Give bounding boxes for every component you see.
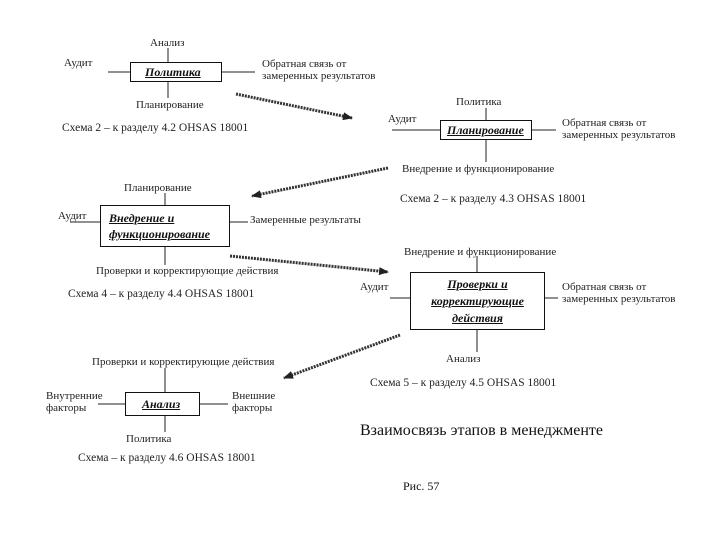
scheme-3-left-label: Аудит <box>58 210 87 222</box>
scheme-4-box-label-3: действия <box>452 311 503 325</box>
scheme-2-caption: Схема 2 – к разделу 4.3 OHSAS 18001 <box>400 193 587 205</box>
scheme-4-lines <box>390 256 558 352</box>
scheme-4-bottom-label: Анализ <box>446 353 481 365</box>
scheme-5-caption: Схема – к разделу 4.6 OHSAS 18001 <box>78 452 256 464</box>
scheme-5-left-label-1: Внутренние <box>46 390 103 402</box>
scheme-2-box: Планирование <box>440 120 532 140</box>
figure-number: Рис. 57 <box>403 479 440 493</box>
scheme-2-bottom-label: Внедрение и функционирование <box>402 163 555 175</box>
scheme-5-top-label: Проверки и корректирующие действия <box>92 356 275 368</box>
scheme-1-right-label-2: замеренных результатов <box>262 70 376 82</box>
scheme-4-left-label: Аудит <box>360 281 389 293</box>
scheme-4-right-label-2: замеренных результатов <box>562 293 676 305</box>
scheme-1-box: Политика <box>130 62 222 82</box>
scheme-4-right-label-1: Обратная связь от <box>562 281 647 293</box>
scheme-2-left-label: Аудит <box>388 113 417 125</box>
scheme-4-box-label-1: Проверки и <box>447 277 508 291</box>
scheme-4-caption: Схема 5 – к разделу 4.5 OHSAS 18001 <box>370 377 557 389</box>
scheme-5-lines <box>98 368 228 432</box>
scheme-5-right-label-1: Внешние <box>232 390 276 402</box>
scheme-3-right-label: Замеренные результаты <box>250 214 361 226</box>
scheme-2-box-label: Планирование <box>447 123 524 137</box>
scheme-1-box-label: Политика <box>145 65 201 79</box>
transition-arrows <box>229 92 401 380</box>
scheme-1-caption: Схема 2 – к разделу 4.2 OHSAS 18001 <box>62 122 249 134</box>
scheme-4-box-label-2: корректирующие <box>431 294 524 308</box>
scheme-1-left-label: Аудит <box>64 57 93 69</box>
scheme-1-lines <box>108 48 255 98</box>
scheme-5-left-label-2: факторы <box>46 402 87 414</box>
scheme-2-lines <box>392 108 556 162</box>
scheme-2-right-label-2: замеренных результатов <box>562 129 676 141</box>
scheme-3-top-label: Планирование <box>124 182 192 194</box>
arrow-4-to-5 <box>283 333 401 380</box>
scheme-5-box-label: Анализ <box>142 397 181 411</box>
scheme-5-right-label-2: факторы <box>232 402 273 414</box>
arrow-3-to-4 <box>229 254 389 276</box>
scheme-2-top-label: Политика <box>456 96 502 108</box>
scheme-1-right-label-1: Обратная связь от <box>262 58 347 70</box>
arrow-2-to-3 <box>251 166 389 199</box>
scheme-3-caption: Схема 4 – к разделу 4.4 OHSAS 18001 <box>68 288 255 300</box>
scheme-4-box: Проверки и корректирующие действия <box>410 272 545 330</box>
scheme-1-bottom-label: Планирование <box>136 99 204 111</box>
scheme-4-top-label: Внедрение и функционирование <box>404 246 557 258</box>
scheme-3-bottom-label: Проверки и корректирующие действия <box>96 265 279 277</box>
scheme-5-bottom-label: Политика <box>126 433 172 445</box>
arrow-1-to-2 <box>235 92 353 121</box>
diagram-title: Взаимосвязь этапов в менеджменте <box>360 422 603 439</box>
scheme-3-lines <box>70 193 248 265</box>
scheme-3-box-label-2: функционирование <box>109 227 210 241</box>
scheme-2-right-label-1: Обратная связь от <box>562 117 647 129</box>
scheme-5-box: Анализ <box>125 392 200 416</box>
scheme-1-top-label: Анализ <box>150 37 185 49</box>
scheme-3-box: Внедрение и функционирование <box>100 205 230 247</box>
scheme-3-box-label-1: Внедрение и <box>109 211 175 225</box>
